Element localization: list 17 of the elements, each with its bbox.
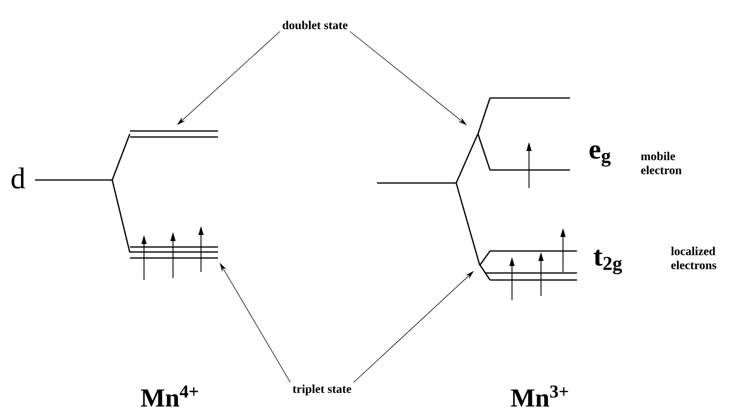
level-label: d (12, 167, 26, 189)
level-label: e$_{g}$ (590, 145, 611, 167)
splitting-line (112, 180, 130, 253)
ion-label: Mn$^{4+}$ (140, 385, 198, 406)
energy-level (479, 250, 577, 281)
annotation: localized electrons (671, 246, 716, 270)
annotation: mobile electron (641, 152, 682, 174)
ion-label: Mn$^{3+}$ (510, 385, 568, 407)
state-label: doublet state (282, 20, 348, 30)
energy-level (130, 130, 218, 138)
level-label: t$_{2g}$ (594, 250, 622, 274)
splitting-line (112, 134, 130, 180)
splitting-line (456, 134, 478, 184)
energy-level (477, 97, 570, 171)
energy-level (130, 246, 218, 259)
state-label: triplet state (292, 384, 352, 396)
splitting-line (456, 182, 480, 266)
